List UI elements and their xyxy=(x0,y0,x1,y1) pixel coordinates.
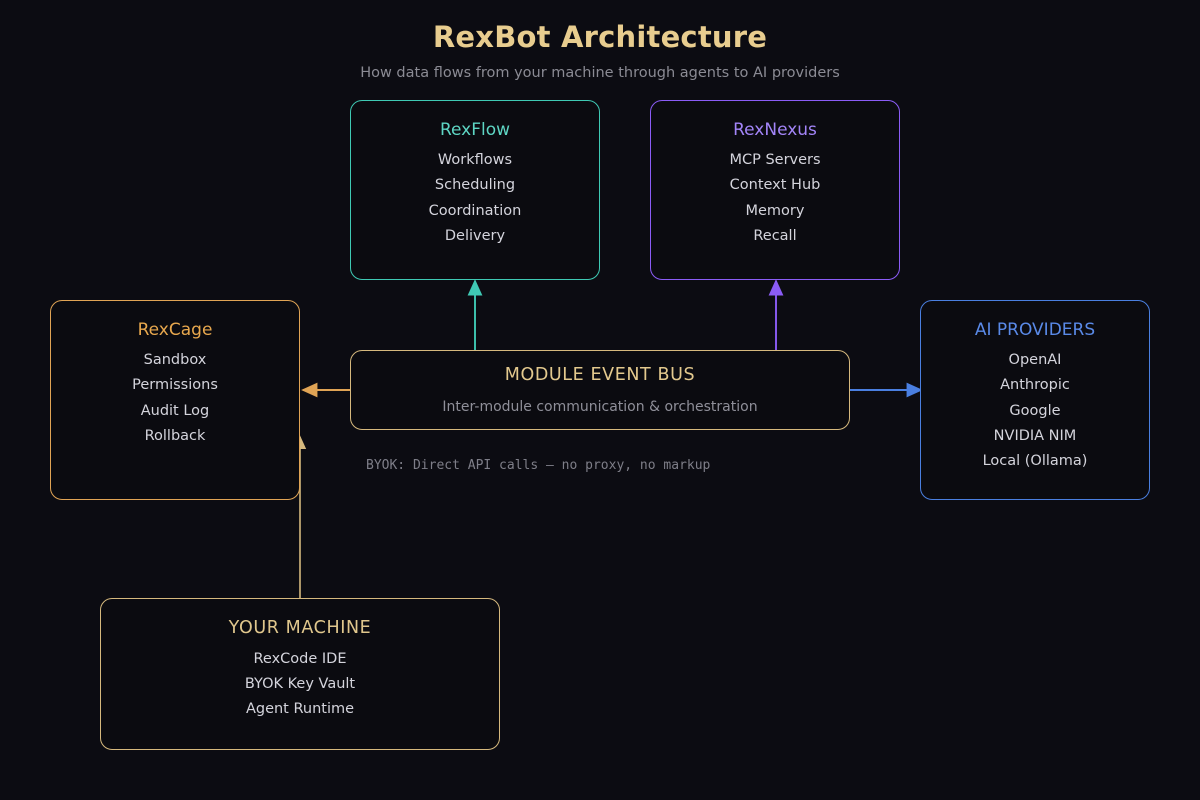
node-your-machine-item: Agent Runtime xyxy=(245,701,355,718)
node-your-machine-item: BYOK Key Vault xyxy=(244,675,356,692)
node-rexcage-title: RexCage xyxy=(137,320,213,340)
node-rexnexus-item: Context Hub xyxy=(729,177,821,194)
node-rexcage-item: Sandbox xyxy=(143,351,207,368)
node-rexflow-item: Coordination xyxy=(428,202,522,219)
node-ai-providers-item: Anthropic xyxy=(1000,377,1070,394)
event-bus-subtitle: Inter-module communication & orchestrati… xyxy=(442,398,758,415)
node-ai-providers-item: Google xyxy=(1009,402,1061,419)
node-ai-providers-title: AI PROVIDERS xyxy=(974,320,1096,340)
page-subtitle: How data flows from your machine through… xyxy=(360,64,840,81)
diagram-header: RexBot Architecture How data flows from … xyxy=(0,20,1200,82)
node-rexnexus[interactable]: RexNexus MCP Servers Context Hub Memory … xyxy=(650,100,900,280)
node-ai-providers-item: NVIDIA NIM xyxy=(993,427,1077,444)
node-your-machine-title: YOUR MACHINE xyxy=(228,618,372,638)
node-rexnexus-title: RexNexus xyxy=(733,120,817,140)
node-rexnexus-item: Memory xyxy=(745,202,805,219)
byok-note: BYOK: Direct API calls — no proxy, no ma… xyxy=(366,458,711,473)
node-rexflow-item: Scheduling xyxy=(434,177,516,194)
node-rexcage-item: Permissions xyxy=(132,377,218,394)
node-rexcage-item: Rollback xyxy=(144,427,206,444)
node-rexflow-item: Workflows xyxy=(437,151,513,168)
node-rexflow-title: RexFlow xyxy=(439,120,511,140)
page-title: RexBot Architecture xyxy=(432,20,768,54)
node-ai-providers-item: Local (Ollama) xyxy=(982,453,1088,470)
node-rexnexus-item: MCP Servers xyxy=(729,151,821,168)
node-module-event-bus[interactable]: MODULE EVENT BUS Inter-module communicat… xyxy=(350,350,850,430)
node-rexnexus-item: Recall xyxy=(753,227,797,244)
node-rexflow[interactable]: RexFlow Workflows Scheduling Coordinatio… xyxy=(350,100,600,280)
node-rexflow-item: Delivery xyxy=(444,227,506,244)
event-bus-title: MODULE EVENT BUS xyxy=(504,365,696,386)
node-your-machine-item: RexCode IDE xyxy=(253,650,347,667)
node-rexcage-item: Audit Log xyxy=(140,402,210,419)
node-rexcage[interactable]: RexCage Sandbox Permissions Audit Log Ro… xyxy=(50,300,300,500)
node-ai-providers-item: OpenAI xyxy=(1008,351,1062,368)
node-ai-providers[interactable]: AI PROVIDERS OpenAI Anthropic Google NVI… xyxy=(920,300,1150,500)
node-your-machine[interactable]: YOUR MACHINE RexCode IDE BYOK Key Vault … xyxy=(100,598,500,750)
